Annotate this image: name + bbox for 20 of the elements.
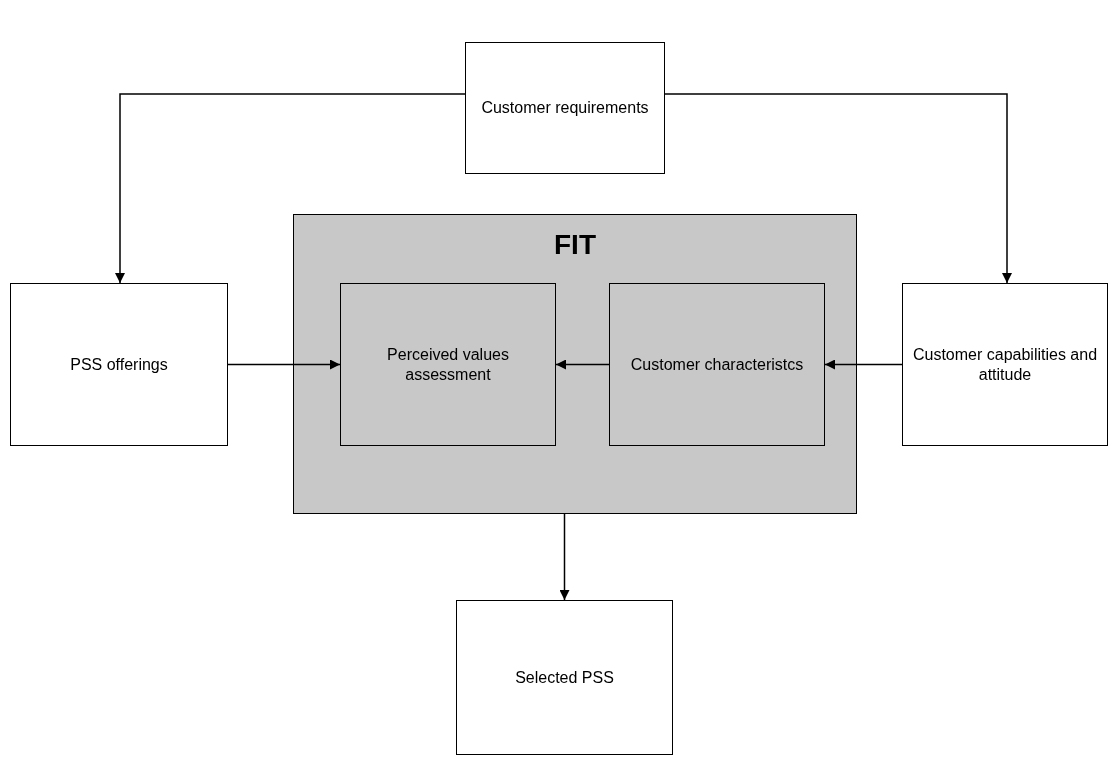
process-box [465,42,665,174]
box-label: Customer requirements [480,98,650,118]
arrow [824,359,903,370]
process-box [340,283,556,446]
process-box [456,600,673,755]
arrow [664,93,1012,284]
box-label: Customer capabilities and attitude [911,344,1099,385]
box-label: PSS offerings [69,354,169,375]
box-label: Customer characteristcs [629,354,805,375]
box-label: Selected PSS [514,667,615,688]
process-box [10,283,228,446]
box-label: Perceived values assessment [386,344,510,385]
arrow [555,359,610,370]
group-title: FIT [554,229,596,261]
group-box [293,214,857,514]
arrow [227,359,341,370]
process-box [902,283,1108,446]
process-box [609,283,825,446]
arrow [559,513,570,601]
arrow [115,93,466,284]
